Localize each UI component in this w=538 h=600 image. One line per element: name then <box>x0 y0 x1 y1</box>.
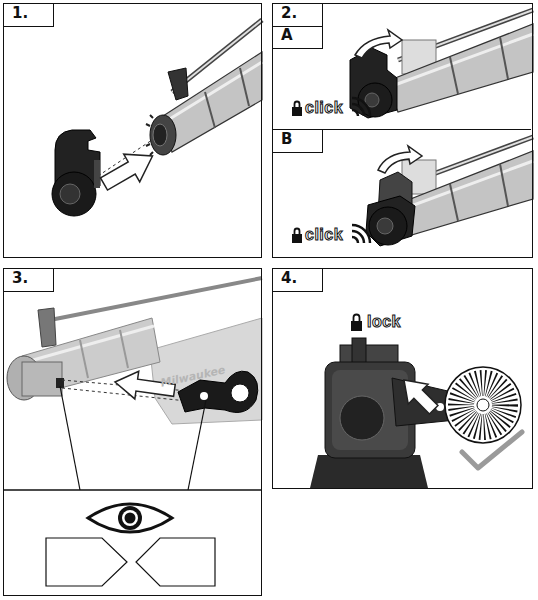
status-word: click <box>305 99 343 117</box>
step-panel: 3. <box>3 268 262 596</box>
step-panel: 1. <box>3 3 262 258</box>
step-number: 4. <box>273 269 323 292</box>
panel1-illustration <box>52 20 262 216</box>
panel2a-illustration <box>292 10 533 118</box>
status-word: lock <box>367 313 401 331</box>
step-number: 1. <box>4 4 54 27</box>
panel4-illustration <box>310 315 522 489</box>
step-number: B <box>273 130 323 153</box>
step-number: 3. <box>4 269 54 292</box>
step-number: A <box>273 26 323 49</box>
step-panel: 2.AclickBclick <box>272 3 533 258</box>
sub-panel: Bclick <box>273 129 531 256</box>
panel3-illustration <box>3 278 262 586</box>
step-panel: 4. lock <box>272 268 533 489</box>
step-number: 2. <box>273 4 323 27</box>
sub-panel: Aclick <box>273 26 531 127</box>
panel2b-illustration <box>292 137 533 246</box>
status-word: click <box>305 226 343 244</box>
